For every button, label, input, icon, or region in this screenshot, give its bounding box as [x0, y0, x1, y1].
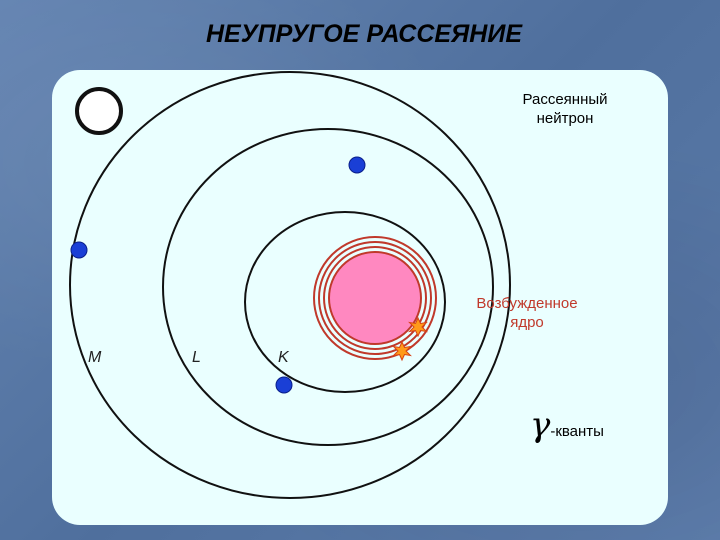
shell-m-orbit — [69, 71, 511, 499]
gamma-symbol: γ — [530, 405, 551, 445]
excited-nucleus — [313, 236, 437, 360]
scattered-neutron-label-line1: Рассеянный — [522, 91, 608, 108]
excited-nucleus-label-line1: Возбужденное — [476, 295, 578, 312]
shell-k-label: K — [278, 349, 289, 366]
scattered-neutron-label: Рассеянный нейтрон — [500, 90, 630, 128]
excited-nucleus-label-line2: ядро — [510, 314, 544, 331]
shell-k-orbit — [244, 211, 446, 393]
gamma-quantum-icon — [392, 340, 412, 362]
gamma-quanta-label: γ-кванты — [530, 405, 604, 445]
shell-l-orbit — [162, 128, 494, 446]
electron-m-shell — [70, 241, 88, 259]
scattered-neutron-label-line2: нейтрон — [536, 110, 594, 127]
scattered-neutron — [75, 87, 123, 135]
excited-nucleus-label: Возбужденное ядро — [452, 294, 602, 332]
slide-title: НЕУПРУГОЕ РАССЕЯНИЕ — [205, 20, 522, 48]
gamma-label-text: -кванты — [550, 423, 604, 440]
shell-l-label: L — [192, 349, 201, 366]
gamma-quantum-icon — [408, 316, 428, 338]
shell-m-label: M — [88, 349, 102, 366]
electron-l-shell — [348, 156, 366, 174]
electron-k-shell — [275, 376, 293, 394]
